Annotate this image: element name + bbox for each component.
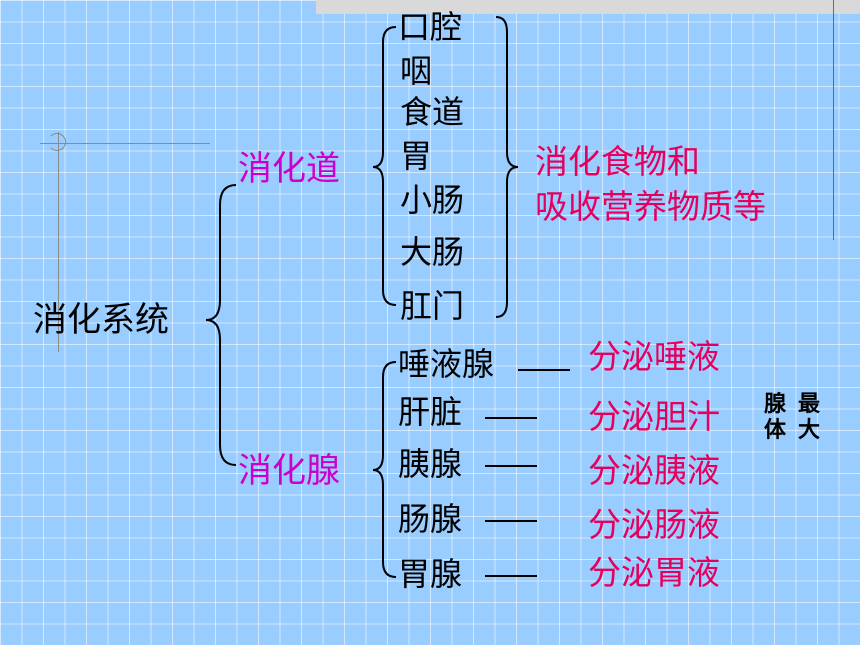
note-glands: 腺体 (764, 392, 787, 443)
guide-marker (48, 133, 66, 151)
connector-dash (485, 465, 537, 467)
gland-name: 胃腺 (398, 555, 463, 593)
organ-item: 咽 (400, 52, 433, 90)
gland-name: 肝脏 (398, 393, 463, 431)
gland-secretion: 分泌胰液 (588, 451, 720, 490)
gland-secretion: 分泌胃液 (588, 553, 720, 592)
note-largest: 最大 (798, 392, 821, 443)
glands-left-brace (372, 361, 397, 578)
organ-item: 口腔 (398, 8, 463, 46)
gland-secretion: 分泌胆汁 (588, 397, 720, 436)
branch-digestive-glands: 消化腺 (238, 451, 340, 491)
organ-item: 小肠 (400, 181, 465, 219)
root-brace (205, 184, 237, 466)
tract-right-brace (495, 16, 519, 318)
connector-dash (485, 417, 537, 419)
organ-item: 大肠 (400, 233, 465, 271)
gland-secretion: 分泌肠液 (588, 505, 720, 544)
root-label: 消化系统 (33, 300, 169, 340)
organ-item: 肛门 (400, 287, 465, 325)
divider-line (833, 0, 834, 240)
branch-digestive-tract: 消化道 (238, 149, 340, 189)
gland-name: 胰腺 (398, 445, 463, 483)
top-gray-bar (316, 0, 860, 14)
organ-item: 食道 (400, 93, 465, 131)
tract-function-line: 吸收营养物质等 (535, 187, 766, 226)
tract-function-line: 消化食物和 (535, 142, 700, 181)
tract-left-brace (372, 26, 397, 306)
gland-name: 肠腺 (398, 500, 463, 538)
guide-line-horizontal (40, 143, 210, 144)
gland-name: 唾液腺 (398, 345, 495, 383)
connector-dash (485, 520, 537, 522)
organ-item: 胃 (400, 137, 433, 175)
connector-dash (485, 575, 537, 577)
guide-line-vertical (58, 132, 59, 352)
connector-dash (518, 369, 570, 371)
gland-secretion: 分泌唾液 (588, 337, 720, 376)
